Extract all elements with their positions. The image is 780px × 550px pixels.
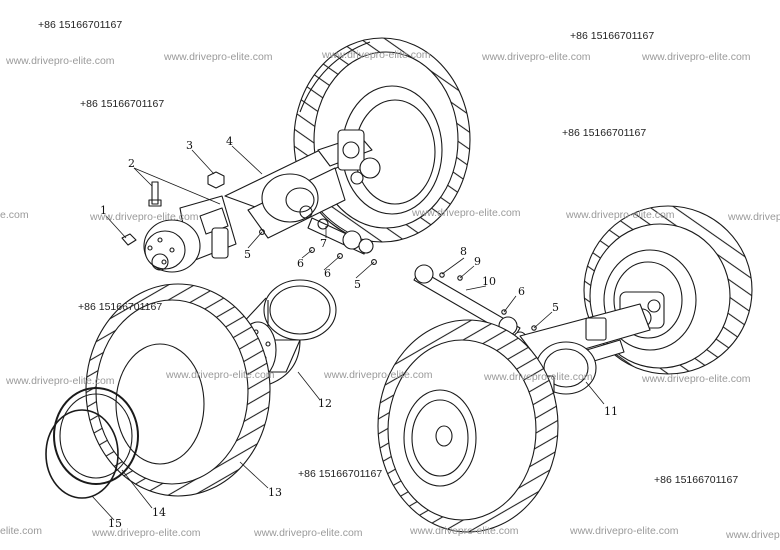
callout-8: 8: [460, 245, 467, 258]
watermark-site: www.drivepro-elite.com: [322, 49, 431, 61]
watermark-site-cut: elite.com: [0, 525, 43, 537]
callout-10: 10: [482, 275, 496, 288]
leader-lines: [91, 145, 605, 521]
callout-2: 2: [128, 157, 135, 170]
watermark-site: www.drivepro-elite.com: [166, 369, 275, 381]
watermark-site: www.drivepro-elite.com: [412, 207, 521, 219]
watermark-site: www.drivepro-elite.com: [324, 369, 433, 381]
short-drive-shaft: [259, 217, 377, 265]
callout-13: 13: [268, 486, 282, 499]
lock-ring: [45, 409, 119, 499]
watermark-site: www.drivepro-elite.com: [164, 51, 273, 63]
callout-14: 14: [152, 506, 166, 519]
watermark-site: www.drivepro-elite.com: [642, 51, 751, 63]
callout-9: 9: [474, 255, 481, 268]
tire-lower-center: [377, 319, 559, 533]
callout-5: 5: [354, 278, 361, 291]
callout-12: 12: [318, 397, 332, 410]
bolt-2: [148, 181, 162, 207]
watermark-phone: +86 15166701167: [38, 19, 123, 31]
watermark-site: www.drivepro-elite.com: [6, 375, 115, 387]
callout-6: 6: [518, 285, 525, 298]
callout-7: 7: [320, 237, 327, 250]
watermark-phone: +86 15166701167: [80, 98, 165, 110]
callout-6: 6: [297, 257, 304, 270]
bolt-1: [121, 233, 137, 246]
watermark-phone: +86 15166701167: [562, 127, 647, 139]
watermark-phone: +86 15166701167: [298, 468, 383, 480]
watermark-site: www.drivepro-elite.com: [254, 527, 363, 539]
callout-5: 5: [244, 248, 251, 261]
watermark-site: www.drivepro-elite.com: [92, 527, 201, 539]
tire-lower-left: [85, 283, 271, 497]
left-hub-brake: [143, 195, 237, 273]
watermark-site: www.drivepro-elite.com: [484, 371, 593, 383]
watermark-site-cut: www.drivep: [728, 211, 780, 223]
callout-1: 1: [100, 204, 107, 217]
rim-ring: [53, 387, 139, 485]
watermark-site: www.drivepro-elite.com: [570, 525, 679, 537]
watermark-site: www.drivepro-elite.com: [6, 55, 115, 67]
callout-4: 4: [226, 135, 233, 148]
watermark-phone: +86 15166701167: [570, 30, 655, 42]
callout-5: 5: [552, 301, 559, 314]
front-axle-housing: [519, 303, 651, 395]
watermark-site-cut: e.com: [0, 209, 29, 221]
watermark-site: www.drivepro-elite.com: [90, 211, 199, 223]
callout-3: 3: [186, 139, 193, 152]
rear-axle-housing: [224, 129, 381, 239]
watermark-site: www.drivepro-elite.com: [566, 209, 675, 221]
callout-6: 6: [324, 267, 331, 280]
callout-15: 15: [108, 517, 122, 530]
watermark-site: www.drivepro-elite.com: [642, 373, 751, 385]
watermark-site: www.drivepro-elite.com: [482, 51, 591, 63]
nut-3: [207, 171, 225, 189]
watermark-site-cut: www.drivep: [726, 529, 780, 541]
callout-11: 11: [604, 405, 618, 418]
watermark-phone: +86 15166701167: [654, 474, 739, 486]
watermark-phone: +86 15166701167: [78, 301, 163, 313]
watermark-site: www.drivepro-elite.com: [410, 525, 519, 537]
